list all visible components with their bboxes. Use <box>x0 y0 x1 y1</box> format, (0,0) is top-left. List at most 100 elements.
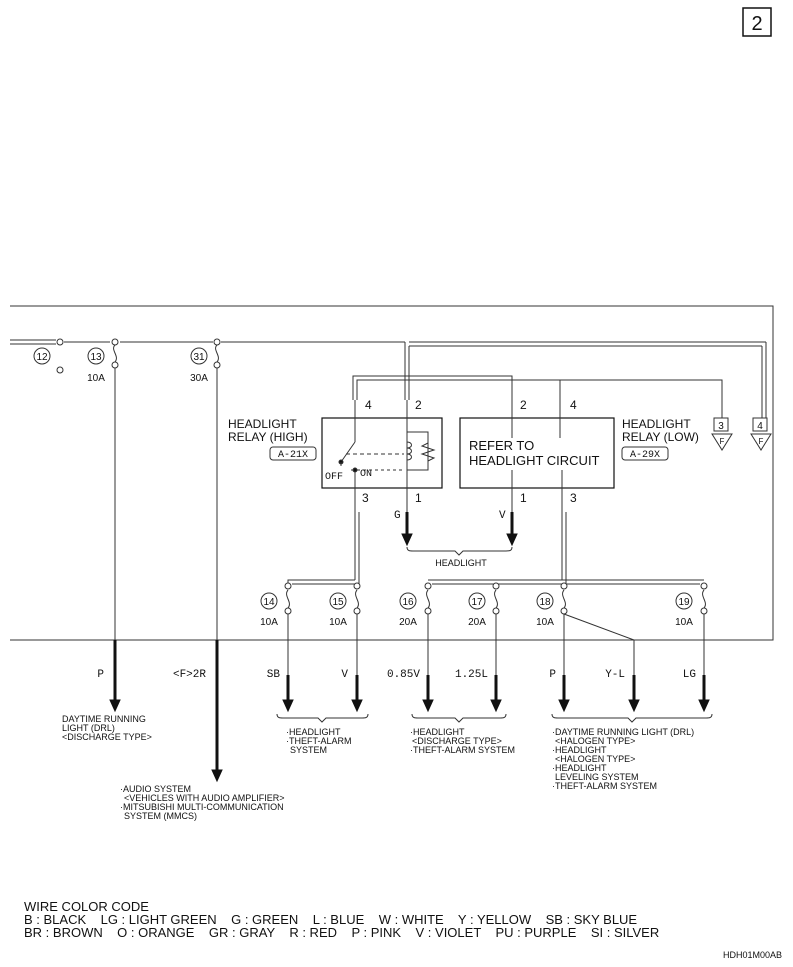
relay-high-pin-2: 2 <box>415 398 422 412</box>
page-number: 2 <box>751 13 762 35</box>
fuse-31-rating: 30A <box>190 373 208 384</box>
fuse-17 <box>468 582 500 675</box>
relay-low-title-1: HEADLIGHT <box>622 417 691 431</box>
headlight-bracket <box>406 546 513 556</box>
lower-bus <box>287 512 704 585</box>
relay-high-pin-3: 3 <box>362 491 369 505</box>
fuse-15-number: 15 <box>332 597 344 608</box>
relay-low-pin-1: 1 <box>520 491 527 505</box>
wire-p-1-label: P <box>97 669 104 681</box>
relay-low-stubs <box>511 400 563 512</box>
fuse-19 <box>675 582 708 675</box>
dest-drl-halogen-4: <HALOGEN TYPE> <box>555 754 635 764</box>
relay-low-title-2: RELAY (LOW) <box>622 430 699 444</box>
fuse-16 <box>399 582 432 675</box>
relay-low-body-2: HEADLIGHT CIRCUIT <box>469 453 600 468</box>
dest-drl-halogen-3: ·HEADLIGHT <box>552 745 607 755</box>
dest-headlight-theft-3: SYSTEM <box>290 745 327 755</box>
wire-g-label: G <box>394 510 401 522</box>
headlight-group-label: HEADLIGHT <box>435 558 487 568</box>
relay-high-connector: A-21X <box>278 450 308 461</box>
fuse-15-rating: 10A <box>329 617 347 628</box>
fuse-17-number: 17 <box>471 597 483 608</box>
junction-block-outline <box>10 305 774 641</box>
relay-low-body-1: REFER TO <box>469 438 534 453</box>
output-wires <box>109 640 710 783</box>
relay-high-title-2: RELAY (HIGH) <box>228 430 308 444</box>
relay-low-pin-4: 4 <box>570 398 577 412</box>
dest-drl-halogen-2: <HALOGEN TYPE> <box>555 736 635 746</box>
wire-v-relay-label: V <box>499 510 506 522</box>
terminal-4-letter: F <box>759 437 764 446</box>
relay-low-pin-2: 2 <box>520 398 527 412</box>
dest-audio: ·AUDIO SYSTEM <VEHICLES WITH AUDIO AMPLI… <box>120 784 285 821</box>
dest-drl-halogen-6: LEVELING SYSTEM <box>555 772 639 782</box>
dest-headlight-discharge: ·HEADLIGHT <DISCHARGE TYPE> ·THEFT-ALARM… <box>410 727 515 755</box>
relay-high-connector-box <box>269 446 317 461</box>
dest-headlight-discharge-1: ·HEADLIGHT <box>410 727 465 737</box>
wire-sb-label: SB <box>267 669 281 681</box>
fuse-17-rating: 20A <box>468 617 486 628</box>
dest-audio-1: ·AUDIO SYSTEM <box>120 784 191 794</box>
terminal-3-letter: F <box>720 437 725 446</box>
relay-low-box <box>459 417 615 489</box>
terminal-3-number: 3 <box>718 421 724 432</box>
fuse-18-number: 18 <box>539 597 551 608</box>
dest-audio-4: SYSTEM (MMCS) <box>124 811 197 821</box>
relay-output-wires <box>401 512 518 547</box>
dest-drl-halogen: ·DAYTIME RUNNING LIGHT (DRL) <HALOGEN TY… <box>552 727 694 791</box>
wire-yl-label: Y-L <box>605 669 625 681</box>
dest-drl-discharge-2: LIGHT (DRL) <box>62 723 115 733</box>
wire-f2r-label: <F>2R <box>173 669 206 681</box>
dest-audio-3: ·MITSUBISHI MULTI-COMMUNICATION <box>120 802 284 812</box>
fuse-13 <box>87 338 119 640</box>
relay-high-pin-4: 4 <box>365 398 372 412</box>
fuse-31 <box>190 338 221 640</box>
legend-line-1: B : BLACK LG : LIGHT GREEN G : GREEN L :… <box>24 912 638 927</box>
dest-headlight-discharge-2: <DISCHARGE TYPE> <box>412 736 502 746</box>
wire-085v-label: 0.85V <box>387 669 420 681</box>
fuse-19-number: 19 <box>678 597 690 608</box>
fuse-14 <box>260 582 292 675</box>
fuse-15 <box>329 582 361 675</box>
terminal-4-number: 4 <box>757 421 763 432</box>
relay-high-on: ON <box>360 469 372 480</box>
relay-low-connector-box <box>621 446 669 461</box>
fuse-18-rating: 10A <box>536 617 554 628</box>
fuse-16-rating: 20A <box>399 617 417 628</box>
fuse-31-number: 31 <box>193 352 205 363</box>
dest-drl-halogen-1: ·DAYTIME RUNNING LIGHT (DRL) <box>552 727 694 737</box>
fuse-14-number: 14 <box>263 597 275 608</box>
dest-drl-discharge: DAYTIME RUNNING LIGHT (DRL) <DISCHARGE T… <box>62 714 152 742</box>
wire-color-legend: WIRE COLOR CODE B : BLACK LG : LIGHT GRE… <box>24 900 659 939</box>
relay-low-connector: A-29X <box>630 450 660 461</box>
relay-high-internals <box>338 400 436 512</box>
destination-brackets <box>276 713 713 723</box>
terminal-4 <box>750 417 772 451</box>
fuse-16-number: 16 <box>402 597 414 608</box>
fuse-18 <box>536 582 635 675</box>
wire-lg-label: LG <box>683 669 696 681</box>
dest-headlight-theft-1: ·HEADLIGHT <box>286 727 341 737</box>
wire-p-2-label: P <box>549 669 556 681</box>
dest-drl-discharge-1: DAYTIME RUNNING <box>62 714 146 724</box>
fuse-12: 12 <box>33 338 64 374</box>
fuse-13-number: 13 <box>90 352 102 363</box>
relay-high-off: OFF <box>325 472 343 483</box>
dest-drl-halogen-5: ·HEADLIGHT <box>552 763 607 773</box>
figure-code: HDH01M00AB <box>723 950 783 960</box>
fuse-12-number: 12 <box>36 352 48 363</box>
dest-headlight-theft-2: ·THEFT-ALARM <box>286 736 352 746</box>
page-number-box <box>742 7 772 37</box>
dest-headlight-theft: ·HEADLIGHT ·THEFT-ALARM SYSTEM <box>286 727 352 755</box>
dest-drl-discharge-3: <DISCHARGE TYPE> <box>62 732 152 742</box>
relay-high-box <box>321 417 443 489</box>
top-bus <box>10 339 767 418</box>
fuse-13-rating: 10A <box>87 373 105 384</box>
dest-headlight-discharge-3: ·THEFT-ALARM SYSTEM <box>410 745 515 755</box>
fuse-14-rating: 10A <box>260 617 278 628</box>
legend-line-2: BR : BROWN O : ORANGE GR : GRAY R : RED … <box>24 925 660 940</box>
relay-low-pin-3: 3 <box>570 491 577 505</box>
